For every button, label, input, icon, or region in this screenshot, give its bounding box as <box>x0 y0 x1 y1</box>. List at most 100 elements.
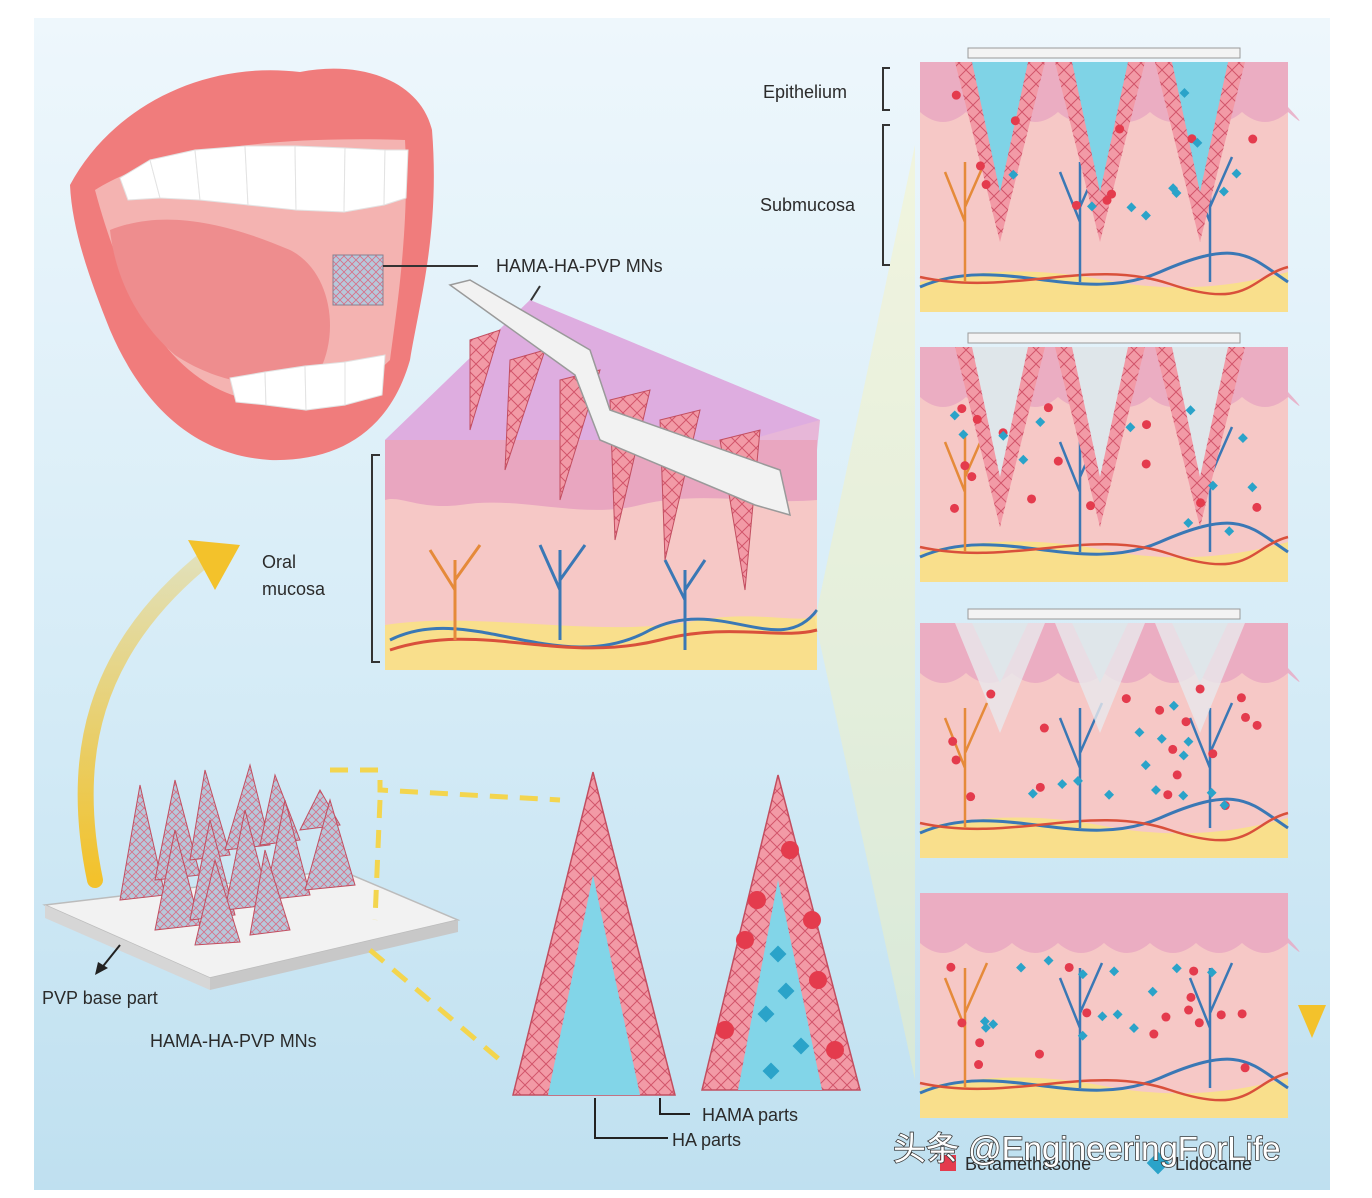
legend: Betamethasone Lidocaine <box>940 1151 1252 1175</box>
panel-patch-backing <box>967 47 1241 59</box>
drug-particle-red <box>1216 1010 1226 1020</box>
drug-particle-red <box>957 404 967 414</box>
drug-particle-blue <box>1219 800 1230 811</box>
drug-particle-blue <box>1151 785 1161 795</box>
panel-vessel-tree <box>1188 962 1234 1088</box>
legend-label-red: Betamethasone <box>965 1154 1091 1174</box>
panel-vessel-line <box>919 1071 1289 1102</box>
panel-patch-backing <box>967 608 1241 620</box>
drug-particle-red <box>951 90 961 100</box>
drug-particle-blue <box>1179 88 1190 98</box>
drug-particle-blue <box>1171 963 1182 974</box>
drug-particle-red <box>1043 403 1053 413</box>
leader-ha <box>594 1098 668 1139</box>
leader-hama <box>659 1098 690 1115</box>
enlarged-needle-right <box>701 774 861 1091</box>
zoom-wedge <box>815 145 915 1080</box>
drug-particle-blue <box>980 1022 991 1033</box>
drug-particle-blue <box>1027 788 1038 799</box>
bracket-submucosa <box>882 124 890 266</box>
panel-needle-core <box>1072 347 1128 477</box>
down-arrow <box>1298 145 1326 1038</box>
drug-particle-red <box>1071 200 1081 210</box>
drug-particle-red <box>974 1060 984 1070</box>
drug-particle-red <box>1142 420 1152 430</box>
drug-particle-blue <box>1141 210 1151 221</box>
drug-particle-red <box>946 962 956 972</box>
panel-needle-core <box>972 62 1028 192</box>
drug-particle-blue <box>1247 482 1258 493</box>
panel-needle-core <box>1172 347 1228 477</box>
drug-particle-blue <box>1183 517 1194 528</box>
drug-particle-red <box>1236 693 1246 703</box>
drug-particle-red <box>972 414 982 424</box>
tissue-panel-2 <box>919 332 1300 582</box>
drug-particle-blue <box>1218 186 1229 197</box>
panel-patch-backing <box>967 332 1241 344</box>
drug-particle-blue <box>1112 1009 1123 1020</box>
label-submucosa: Submucosa <box>760 195 856 215</box>
drug-particle-red <box>1248 134 1258 144</box>
drug-particle-blue <box>1086 201 1097 212</box>
drug-particle-blue <box>1168 700 1179 711</box>
drug-particle-blue <box>757 945 810 1080</box>
drug-particle-red <box>1102 195 1112 205</box>
legend-swatch-blue <box>1146 1151 1170 1175</box>
drug-particle-red <box>975 161 985 171</box>
drug-particle-red <box>981 180 991 190</box>
drug-particle-blue <box>1057 779 1068 790</box>
drug-particle-blue <box>1077 1030 1088 1041</box>
drug-particle-red <box>1241 712 1251 722</box>
panel-vessel-tree <box>1188 702 1234 828</box>
drug-particle-red <box>1184 1005 1194 1015</box>
tissue-panel-4 <box>919 893 1300 1118</box>
label-pvp-base: PVP base part <box>42 988 158 1008</box>
watermark: 头条 @EngineeringForLife <box>893 1130 1281 1167</box>
panel-vessel-line <box>919 811 1289 842</box>
mouth-illustration <box>70 68 434 461</box>
drug-particle-blue <box>1185 405 1196 416</box>
bracket-epithelium <box>882 67 890 111</box>
drug-particle-red <box>1194 1018 1204 1028</box>
drug-particle-blue <box>1129 1023 1139 1034</box>
drug-particle-red <box>948 736 958 746</box>
drug-particle-red <box>986 689 996 699</box>
oral-mucosa-block <box>371 279 820 670</box>
drug-particle-red <box>975 1038 985 1048</box>
drug-particle-red <box>1186 992 1196 1002</box>
drug-particle-red <box>1010 116 1020 126</box>
drug-particle-blue <box>949 410 960 421</box>
drug-particle-red <box>1208 749 1218 759</box>
drug-particle-blue <box>1237 433 1248 444</box>
drug-particle-red <box>1053 456 1063 466</box>
panel-epithelium <box>920 893 1300 953</box>
drug-particle-blue <box>1126 202 1137 213</box>
panel-needle-core <box>1072 62 1128 192</box>
drug-particle-blue <box>1224 526 1235 537</box>
label-mn-top: HAMA-HA-PVP MNs <box>496 256 663 276</box>
drug-particle-blue <box>1178 750 1189 761</box>
drug-particle-blue <box>1008 169 1019 180</box>
drug-particle-blue <box>1206 787 1217 798</box>
drug-particle-red <box>960 461 970 471</box>
drug-particle-red <box>1168 744 1178 754</box>
drug-particle-blue <box>1043 955 1054 966</box>
drug-particle-red <box>1172 770 1182 780</box>
drug-particle-red <box>1195 684 1205 694</box>
drug-particle-red <box>1181 717 1191 727</box>
panel-needle-core <box>1172 623 1228 683</box>
drug-particle-blue <box>1073 775 1083 786</box>
drug-particle-blue <box>1192 137 1203 148</box>
drug-particle-blue <box>1125 422 1136 433</box>
drug-particle-red <box>1163 790 1173 800</box>
drug-particle-red <box>1034 1049 1044 1059</box>
drug-particle-blue <box>1140 760 1151 771</box>
drug-particle-red <box>1115 124 1125 134</box>
microneedle-patch <box>42 763 461 990</box>
panel-vessel-line <box>919 535 1289 566</box>
label-oral: Oral <box>262 552 296 572</box>
drug-particle-red <box>1189 966 1199 976</box>
drug-particle-red <box>1035 782 1045 792</box>
drug-particle-red <box>1155 705 1165 715</box>
